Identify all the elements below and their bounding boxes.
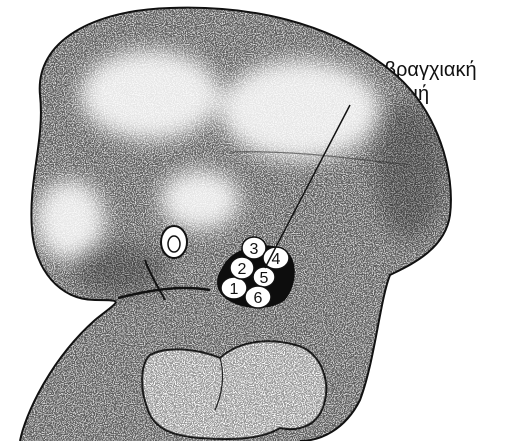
- hillock-2-label: 2: [238, 261, 247, 278]
- heart-bulge: [142, 341, 326, 439]
- hillock-3: 3: [242, 237, 266, 259]
- hillock-1-label: 1: [230, 281, 239, 298]
- hillock-6-label: 6: [254, 290, 263, 307]
- hillock-5-label: 5: [260, 270, 269, 287]
- hillock-3-label: 3: [250, 241, 259, 258]
- hillock-5: 5: [253, 267, 275, 287]
- hillock-6: 6: [245, 286, 271, 308]
- eye-placode: [161, 226, 187, 258]
- hillock-1: 1: [221, 277, 247, 299]
- hillock-2: 2: [230, 257, 254, 279]
